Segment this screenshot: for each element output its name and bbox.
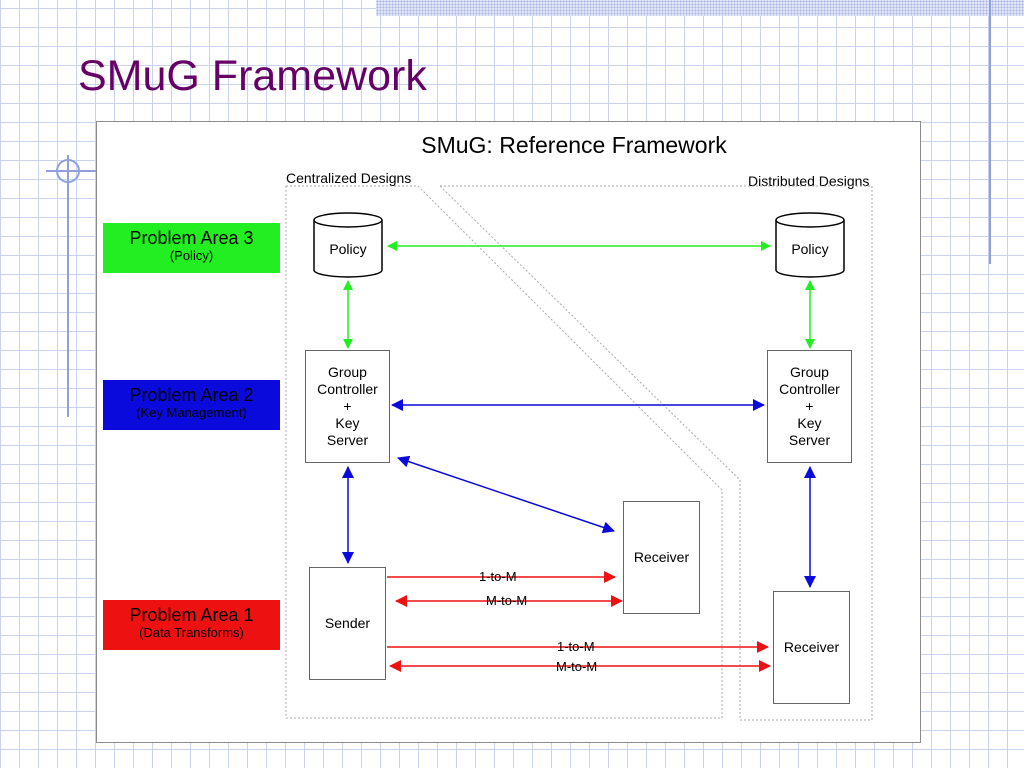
- problem-area-3-subtitle: (Policy): [169, 248, 214, 263]
- sender-label: Sender: [324, 615, 371, 631]
- receiver-centralized-label: Receiver: [633, 549, 690, 565]
- m-to-m-lower-label: M-to-M: [556, 659, 598, 674]
- sender-box: Sender: [309, 567, 386, 680]
- vertical-accent-line: [989, 0, 991, 264]
- gc-left-line-4: Key: [335, 415, 360, 431]
- top-decoration-band: [376, 0, 1024, 16]
- group-controller-key-server-distributed: Group Controller + Key Server: [767, 350, 852, 463]
- problem-area-2-box: Problem Area 2 (Key Management): [103, 380, 280, 430]
- gc-right-line-3: +: [805, 398, 814, 414]
- problem-area-1-subtitle: (Data Transforms): [139, 625, 244, 640]
- one-to-m-lower-label: 1-to-M: [557, 639, 595, 654]
- problem-area-1-title: Problem Area 1: [129, 605, 254, 625]
- policy-right-label: Policy: [791, 241, 829, 257]
- receiver-distributed-label: Receiver: [783, 639, 840, 655]
- gc-left-line-3: +: [343, 398, 352, 414]
- gc-left-line-2: Controller: [317, 381, 378, 397]
- receiver-centralized-box: Receiver: [623, 501, 700, 614]
- gc-right-line-5: Server: [788, 432, 831, 448]
- gc-left-line-5: Server: [326, 432, 369, 448]
- problem-area-3-title: Problem Area 3: [129, 228, 254, 248]
- figure-title: SMuG: Reference Framework: [421, 132, 727, 158]
- gc-left-line-1: Group: [328, 364, 367, 380]
- centralized-region-outline: [285, 185, 723, 719]
- distributed-region-outline: [438, 185, 873, 721]
- slide-title: SMuG Framework: [78, 52, 427, 100]
- left-accent-line: [67, 155, 69, 417]
- problem-area-2-title: Problem Area 2: [129, 385, 254, 405]
- policy-left-label: Policy: [329, 241, 367, 257]
- policy-cylinder-right-icon: [775, 212, 845, 278]
- problem-area-3-box: Problem Area 3 (Policy): [103, 223, 280, 273]
- gc-right-line-4: Key: [797, 415, 822, 431]
- group-controller-key-server-centralized: Group Controller + Key Server: [305, 350, 390, 463]
- m-to-m-upper-label: M-to-M: [486, 593, 528, 608]
- problem-area-2-subtitle: (Key Management): [136, 405, 247, 420]
- controller-to-receiver-arrow: [397, 455, 615, 534]
- horizontal-accent-line: [46, 170, 98, 172]
- gc-right-line-1: Group: [790, 364, 829, 380]
- policy-cylinder-left-icon: [313, 212, 383, 278]
- receiver-distributed-box: Receiver: [773, 591, 850, 704]
- gc-right-line-2: Controller: [779, 381, 840, 397]
- problem-area-1-box: Problem Area 1 (Data Transforms): [103, 600, 280, 650]
- circle-ornament-icon: [56, 159, 80, 183]
- centralized-designs-label: Centralized Designs: [286, 170, 412, 186]
- distributed-designs-label: Distributed Designs: [748, 173, 870, 189]
- one-to-m-upper-label: 1-to-M: [479, 569, 517, 584]
